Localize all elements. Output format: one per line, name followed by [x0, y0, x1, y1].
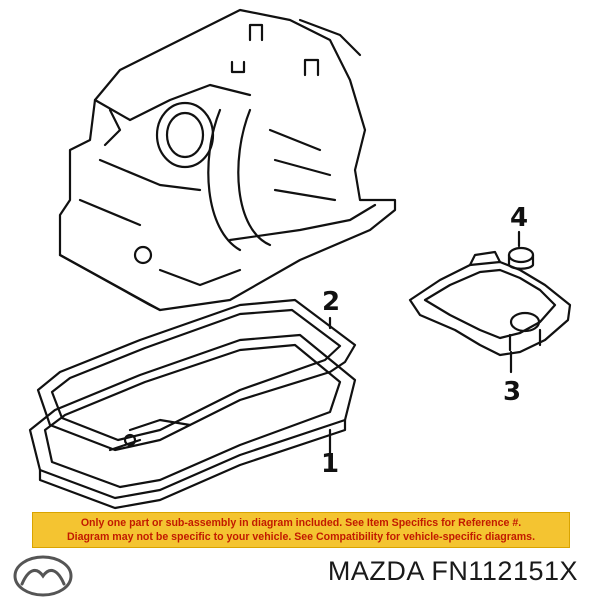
- oil-strainer: [408, 250, 572, 357]
- footer: MAZDA FN112151X: [0, 548, 600, 600]
- mazda-logo-icon: [13, 555, 73, 597]
- o-ring: [507, 246, 535, 270]
- callout-2: 2: [322, 287, 340, 317]
- transmission-case: [58, 8, 397, 312]
- callout-4: 4: [510, 203, 528, 233]
- callout-3: 3: [503, 377, 521, 407]
- oil-pan-gasket: [36, 298, 357, 452]
- disclaimer-line-1: Only one part or sub-assembly in diagram…: [80, 517, 522, 529]
- part-number-label: MAZDA FN112151X: [327, 556, 578, 586]
- disclaimer-banner: Only one part or sub-assembly in diagram…: [32, 512, 570, 548]
- oil-pan: [28, 333, 357, 510]
- callout-1: 1: [321, 449, 339, 479]
- disclaimer-line-2: Diagram may not be specific to your vehi…: [66, 531, 536, 543]
- parts-diagram: 1 2 3 4: [28, 8, 572, 510]
